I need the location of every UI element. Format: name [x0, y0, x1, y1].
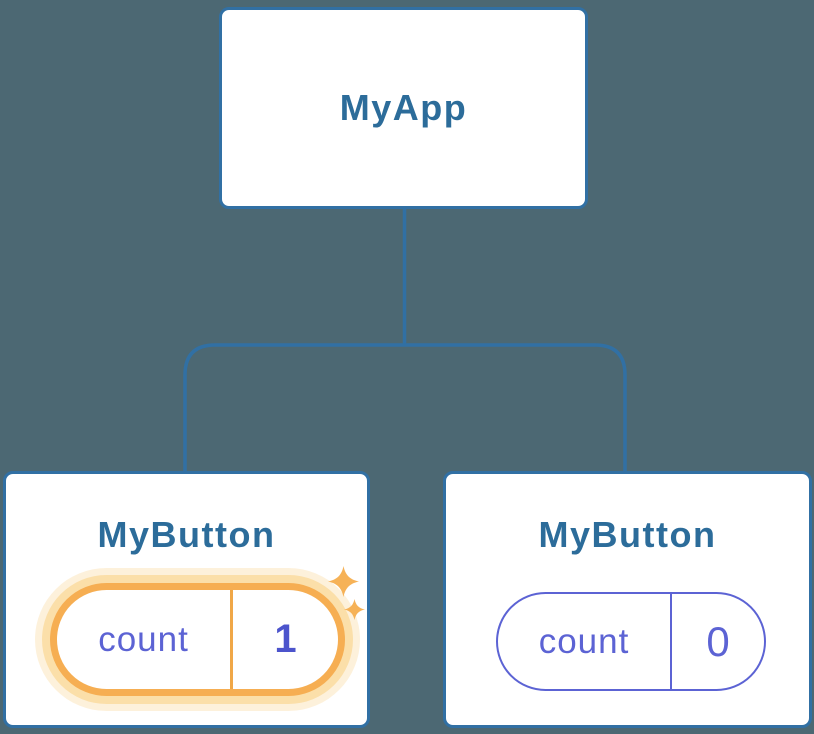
state-value: 0: [706, 617, 730, 665]
node-mybutton-second-label: MyButton: [538, 514, 717, 555]
branch-connector-line: [183, 343, 627, 473]
state-value: 1: [274, 617, 297, 661]
state-pill-highlighted: count 1: [50, 583, 345, 696]
state-pill-divider: [230, 590, 233, 689]
sparkle-icon: [328, 566, 359, 597]
node-mybutton-first-label: MyButton: [97, 514, 276, 555]
node-myapp-label: MyApp: [339, 87, 468, 128]
state-key-label: count: [98, 619, 189, 659]
state-pill-default: count 0: [496, 592, 766, 691]
state-key-label: count: [538, 621, 630, 661]
node-mybutton-first: MyButton count 1: [3, 471, 370, 728]
state-pill-divider: [670, 594, 672, 689]
sparkle-icon: [344, 599, 365, 620]
node-mybutton-second: MyButton count 0: [443, 471, 812, 728]
node-myapp: MyApp: [219, 7, 588, 209]
